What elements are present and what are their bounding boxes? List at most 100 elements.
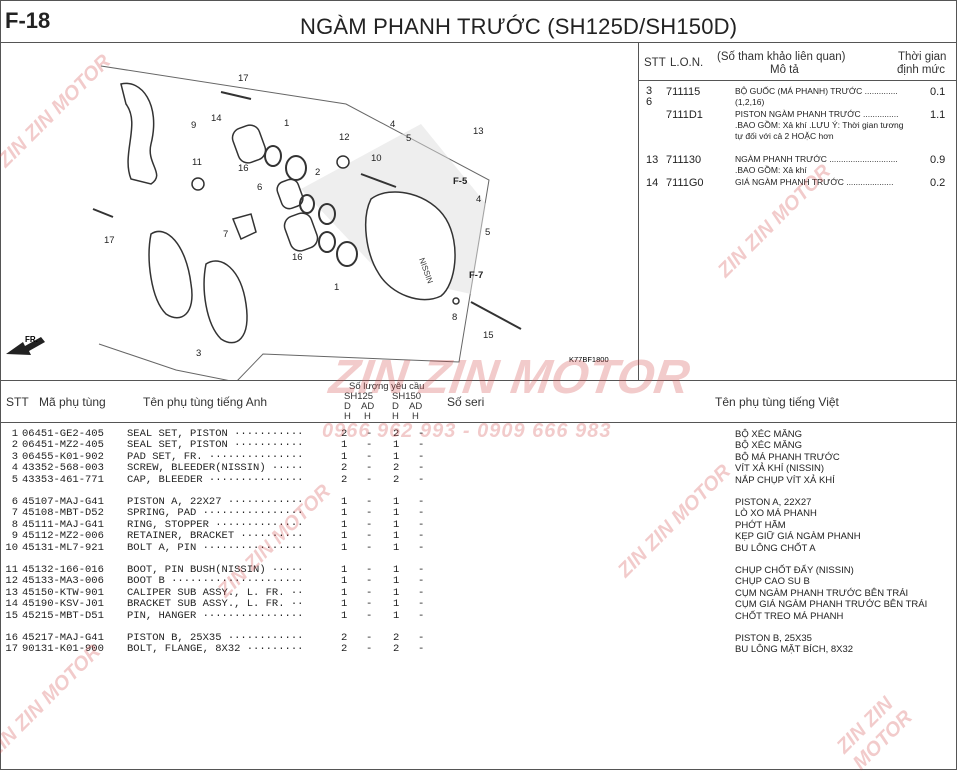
col-header-d: D [392, 401, 399, 412]
part-name-en: BOLT A, PIN ················ [127, 541, 304, 554]
qty-sh125-d: 2 [341, 473, 348, 486]
qty-sh125-ad: - [366, 439, 373, 452]
qty-sh125-d: 1 [341, 507, 348, 520]
qty-sh125-d: 2 [341, 643, 348, 656]
part-name-vi: CHỐT TREO MÁ PHANH [735, 610, 844, 622]
ref-header-time1: Thời gian [898, 51, 947, 63]
part-number: 45132-166-016 [22, 564, 104, 576]
callout-label: 13 [473, 126, 484, 137]
front-label: FR. [25, 335, 38, 344]
qty-sh125-d: 1 [341, 575, 348, 588]
col-header-h: H [392, 411, 399, 422]
qty-sh150-ad: - [418, 518, 425, 531]
part-name-vi: PISTON B, 25X35 [735, 633, 812, 644]
qty-sh125-d: 1 [341, 518, 348, 531]
part-name-en: PISTON B, 25X35 ············ [127, 632, 304, 644]
part-name-en: PISTON A, 22X27 ············ [127, 496, 304, 508]
qty-sh150-ad: - [418, 450, 425, 463]
part-name-vi: BỘ MÁ PHANH TRƯỚC [735, 451, 840, 463]
qty-sh150-d: 1 [393, 496, 400, 508]
qty-sh150-ad: - [418, 473, 425, 486]
col-header-serial: Số seri [447, 395, 485, 409]
qty-sh150-ad: - [418, 462, 425, 475]
qty-sh150-d: 1 [393, 609, 400, 622]
page-title: NGÀM PHANH TRƯỚC (SH125D/SH150D) [300, 14, 738, 39]
callout-label: 17 [238, 73, 249, 84]
part-name-vi: BỘ XÉC MĂNG [735, 440, 803, 452]
part-name-en: SCREW, BLEEDER(NISSIN) ····· [127, 462, 304, 475]
qty-sh150-ad: - [418, 530, 425, 543]
part-number: 45133-MA3-006 [22, 575, 104, 588]
part-number: 45131-ML7-921 [22, 541, 104, 554]
col-header-qty: Số lượng yêu cầu [349, 381, 425, 392]
part-stt: 6 [11, 496, 18, 508]
part-number: 43353-461-771 [22, 473, 104, 486]
qty-sh150-ad: - [418, 541, 425, 554]
callout-label: 9 [191, 120, 196, 131]
part-stt: 4 [11, 462, 18, 475]
part-number: 45190-KSV-J01 [22, 598, 104, 611]
qty-sh150-d: 1 [393, 586, 400, 599]
callout-label: 4 [390, 119, 395, 130]
callout-label: F-5 [453, 176, 468, 187]
part-number: 45215-MBT-D51 [22, 609, 104, 622]
callout-label: 14 [211, 113, 222, 124]
ref-time: 0.9 [930, 154, 946, 166]
qty-sh150-d: 1 [393, 575, 400, 588]
part-number: 45217-MAJ-G41 [22, 632, 104, 644]
part-name-vi: BỘ XÉC MĂNG [735, 429, 803, 440]
part-stt: 2 [11, 439, 18, 452]
col-header-sh125: SH125 [344, 391, 374, 402]
part-name-en: RING, STOPPER ·············· [127, 518, 304, 531]
qty-sh125-d: 1 [341, 586, 348, 599]
ref-stt: 3 6 [646, 85, 653, 108]
qty-sh125-ad: - [366, 530, 373, 543]
qty-sh125-d: 2 [341, 462, 348, 475]
ref-lon: 7111D1 [666, 109, 703, 121]
col-header-part-no: Mã phụ tùng [39, 395, 106, 409]
callout-label: 4 [476, 194, 481, 205]
part-name-en: SEAL SET, PISTON ··········· [127, 439, 304, 452]
ref-desc: PISTON NGÀM PHANH TRƯỚC ............... … [735, 109, 904, 141]
qty-sh125-d: 1 [341, 450, 348, 463]
ref-lon: 711115 [666, 86, 701, 98]
qty-sh150-d: 1 [393, 439, 400, 452]
part-name-vi: BU LÔNG MẶT BÍCH, 8X32 [735, 644, 854, 656]
qty-sh150-ad: - [418, 586, 425, 599]
qty-sh125-ad: - [366, 564, 373, 576]
ref-stt: 14 [646, 177, 659, 189]
callout-label: 11 [192, 157, 202, 168]
part-name-vi: CHỤP CHỐT ĐẨY (NISSIN) [735, 565, 854, 576]
qty-sh150-d: 1 [393, 530, 400, 543]
col-header-d: D [344, 401, 351, 412]
qty-sh125-ad: - [366, 598, 373, 611]
callout-label: 7 [223, 229, 228, 240]
part-name-en: RETAINER, BRACKET ·········· [127, 530, 304, 543]
part-name-vi: CỤM NGÀM PHANH TRƯỚC BÊN TRÁI [735, 587, 909, 599]
col-header-name-en: Tên phụ tùng tiếng Anh [143, 395, 268, 409]
part-name-vi: CHỤP CAO SU B [735, 576, 810, 588]
callout-label: 12 [339, 132, 350, 143]
qty-sh150-ad: - [418, 564, 425, 576]
part-name-en: SPRING, PAD ················ [127, 507, 304, 520]
part-number: 90131-K01-900 [22, 643, 104, 656]
qty-sh150-d: 1 [393, 518, 400, 531]
qty-sh150-ad: - [418, 609, 425, 622]
part-number: 45150-KTW-901 [22, 586, 104, 599]
callout-label: 8 [452, 312, 457, 323]
part-name-en: BOOT, PIN BUSH(NISSIN) ····· [127, 564, 304, 576]
qty-sh125-ad: - [366, 507, 373, 520]
